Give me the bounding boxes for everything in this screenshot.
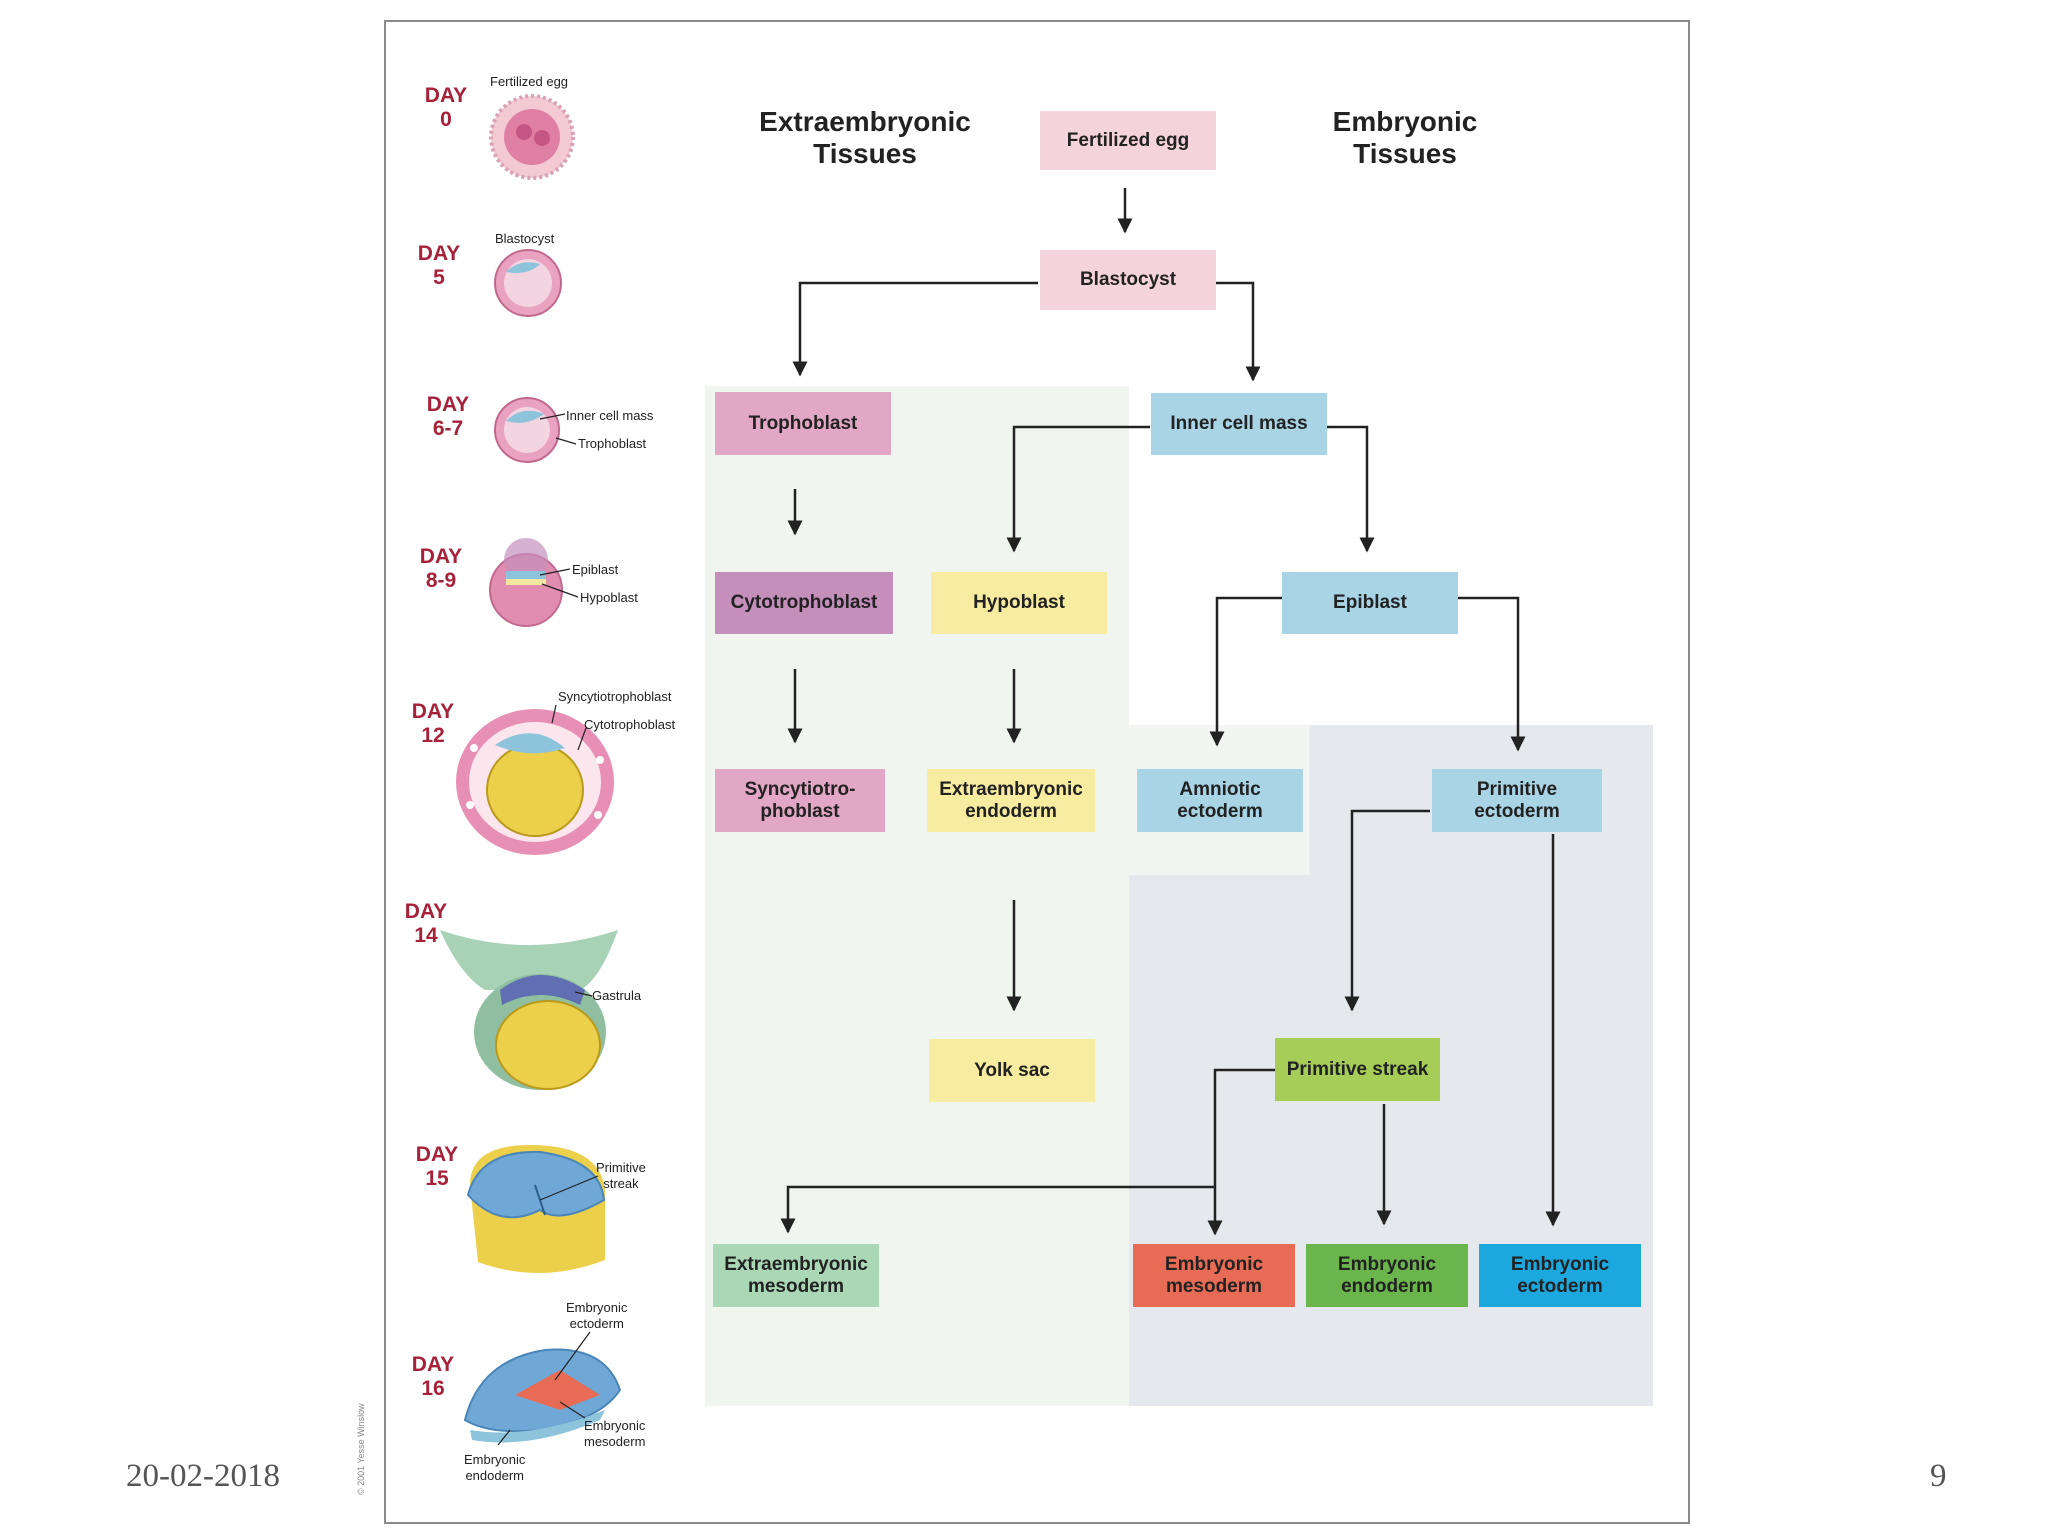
label-primitive-streak: Primitive streak xyxy=(596,1160,646,1191)
box-blastocyst: Blastocyst xyxy=(1040,250,1216,310)
box-epiblast: Epiblast xyxy=(1282,572,1458,634)
day-label-6-7: DAY 6-7 xyxy=(426,393,470,440)
label-blastocyst: Blastocyst xyxy=(495,231,555,246)
box-primitive-ectoderm: Primitive ectoderm xyxy=(1432,769,1602,832)
box-amniotic-ectoderm: Amniotic ectoderm xyxy=(1137,769,1303,832)
day-label-5: DAY 5 xyxy=(417,242,461,289)
day-label-15: DAY 15 xyxy=(415,1143,459,1190)
inner-cell-mass-illustration xyxy=(494,397,560,463)
box-cytotrophoblast: Cytotrophoblast xyxy=(715,572,893,634)
day-label-14: DAY 14 xyxy=(404,900,448,947)
extraembryonic-region xyxy=(705,386,1129,1406)
label-gastrula: Gastrula xyxy=(592,988,642,1003)
extraembryonic-tissues-header: Extraembryonic Tissues xyxy=(759,106,971,169)
embryonic-tissues-header: Embryonic Tissues xyxy=(1332,106,1478,169)
box-syncytiotrophoblast: Syncytiotro- phoblast xyxy=(715,769,885,832)
day-label-16: DAY 16 xyxy=(411,1353,455,1400)
trilaminar-disc-illustration xyxy=(463,1348,622,1443)
box-embryonic-mesoderm: Embryonic mesoderm xyxy=(1133,1244,1295,1307)
box-trophoblast: Trophoblast xyxy=(715,392,891,455)
box-extraembryonic-endoderm: Extraembryonic endoderm xyxy=(927,769,1095,832)
box-yolk-sac: Yolk sac xyxy=(929,1039,1095,1102)
label-inner-cell-mass: Inner cell mass xyxy=(566,408,654,423)
day12-illustration xyxy=(456,709,614,855)
box-embryonic-endoderm: Embryonic endoderm xyxy=(1306,1244,1468,1307)
box-hypoblast: Hypoblast xyxy=(931,572,1107,634)
fertilized-egg-illustration xyxy=(489,94,575,180)
box-fertilized-egg: Fertilized egg xyxy=(1040,111,1216,170)
label-hypoblast: Hypoblast xyxy=(580,590,638,605)
day-label-12: DAY 12 xyxy=(411,700,455,747)
label-trophoblast: Trophoblast xyxy=(578,436,647,451)
box-inner-cell-mass: Inner cell mass xyxy=(1151,393,1327,455)
label-cytotrophoblast: Cytotrophoblast xyxy=(584,717,676,732)
box-primitive-streak: Primitive streak xyxy=(1275,1038,1440,1101)
copyright-notice: © 2001 Yesse Winslow xyxy=(356,1403,366,1495)
box-embryonic-ectoderm: Embryonic ectoderm xyxy=(1479,1244,1641,1307)
label-embryonic-endoderm: Embryonic endoderm xyxy=(464,1452,526,1483)
box-extraembryonic-mesoderm: Extraembryonic mesoderm xyxy=(713,1244,879,1307)
primitive-streak-illustration xyxy=(466,1145,606,1274)
gastrula-illustration xyxy=(440,930,618,1090)
slide-page-number: 9 xyxy=(1930,1458,1947,1494)
slide-date: 20-02-2018 xyxy=(126,1458,280,1494)
label-embryonic-mesoderm: Embryonic mesoderm xyxy=(584,1418,646,1449)
day-label-8-9: DAY 8-9 xyxy=(419,545,463,592)
label-syncytiotrophoblast: Syncytiotrophoblast xyxy=(558,689,672,704)
label-epiblast: Epiblast xyxy=(572,562,619,577)
label-embryonic-ectoderm: Embryonic ectoderm xyxy=(566,1300,628,1331)
bilaminar-disc-illustration xyxy=(489,538,563,627)
day-label-0: DAY 0 xyxy=(424,84,468,131)
blastocyst-illustration xyxy=(494,249,562,317)
label-fertilized-egg: Fertilized egg xyxy=(490,74,569,89)
